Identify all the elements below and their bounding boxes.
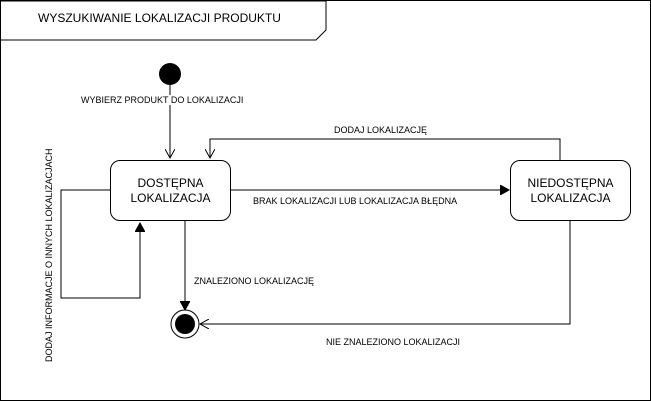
title-tab (1, 0, 327, 41)
initial-node (159, 63, 181, 85)
final-node-inner (175, 314, 195, 334)
state-available: DOSTĘPNA LOKALIZACJA (110, 160, 231, 221)
label-not-found: NIE ZNALEZIONO LOKALIZACJI (325, 337, 462, 347)
diagram-title: WYSZUKIWANIE LOKALIZACJI PRODUKTU (38, 11, 281, 25)
label-add-location: DODAJ LOKALIZACJĘ (333, 125, 429, 135)
edge-add-location (210, 138, 561, 160)
edge-add-info-other (60, 189, 140, 299)
label-found: ZNALEZIONO LOKALIZACJĘ (193, 276, 316, 286)
label-add-info-other: DODAJ INFORMACJE O INNYCH LOKALIZACJACH (44, 148, 54, 362)
label-missing-or-wrong: BRAK LOKALIZACJI LUB LOKALIZACJA BŁĘDNA (252, 196, 459, 206)
state-unavailable: NIEDOSTĘPNA LOKALIZACJA (510, 160, 631, 221)
label-select-product: WYBIERZ PRODUKT DO LOKALIZACJI (80, 95, 245, 105)
edge-not-found (200, 221, 571, 324)
state-unavailable-label: NIEDOSTĘPNA LOKALIZACJA (527, 175, 614, 205)
state-available-label: DOSTĘPNA LOKALIZACJA (130, 175, 211, 205)
